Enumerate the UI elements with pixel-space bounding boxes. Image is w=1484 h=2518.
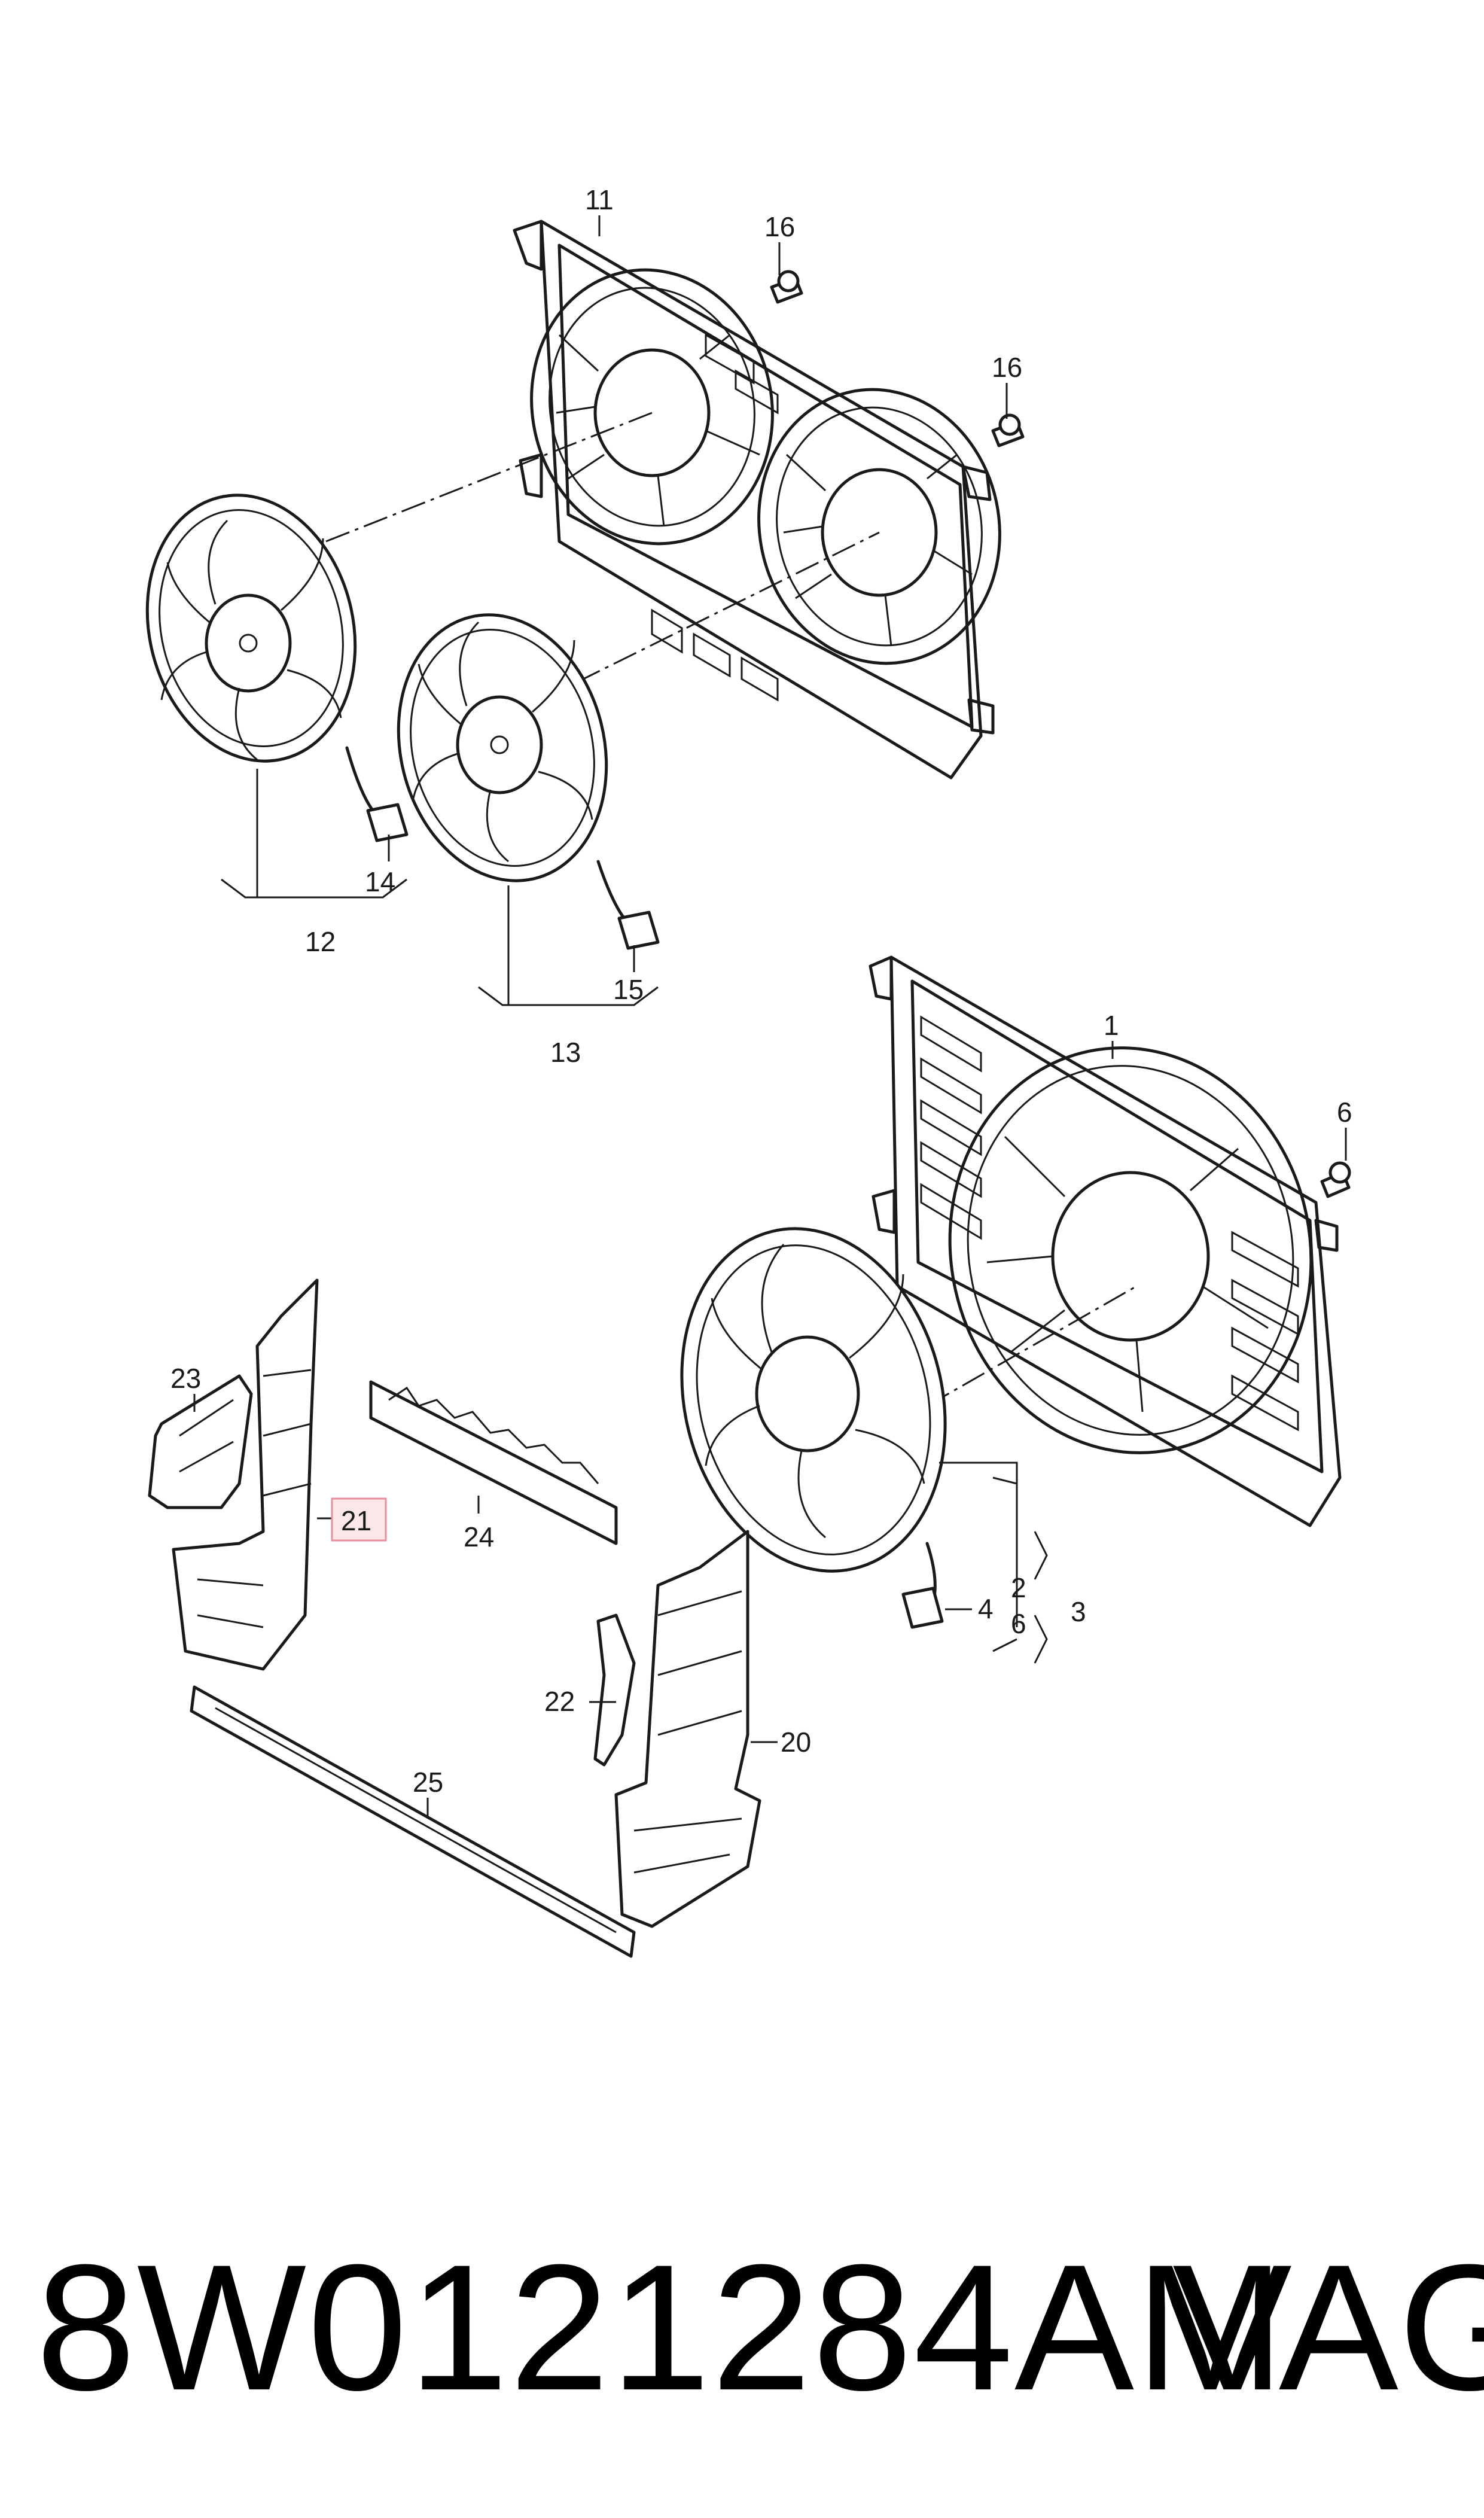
fan-13 <box>397 613 660 950</box>
part-number: 8W0121284AM <box>36 2227 1286 2428</box>
seal-strip-25 <box>190 1685 636 1958</box>
callout-16a: 16 <box>764 211 795 242</box>
twin-fan-shroud <box>513 220 1001 780</box>
callout-2: 2 <box>1011 1572 1026 1603</box>
air-guide-20 <box>614 1530 761 1928</box>
fan-2 <box>680 1227 947 1629</box>
bolt-6 <box>1320 1161 1351 1198</box>
callout-6b: 6 <box>1011 1608 1026 1639</box>
callout-22: 22 <box>544 1686 575 1717</box>
fan-12 <box>145 494 409 842</box>
callout-13: 13 <box>550 1037 581 1068</box>
callout-25: 25 <box>413 1767 443 1798</box>
callout-4: 4 <box>978 1593 994 1624</box>
callout-1: 1 <box>1104 1010 1119 1041</box>
brand-name: VAG <box>1172 2227 1484 2428</box>
bracket-24 <box>369 1380 618 1545</box>
callout-23: 23 <box>170 1363 201 1394</box>
air-guide-22 <box>593 1613 636 1767</box>
air-guide-21 <box>172 1278 319 1671</box>
highlight-box-21 <box>331 1497 387 1542</box>
bolt-16b <box>991 413 1025 447</box>
air-guide-23 <box>148 1374 253 1509</box>
callout-21: 21 <box>341 1505 371 1536</box>
callout-6a: 6 <box>1337 1097 1352 1128</box>
callout-15: 15 <box>613 974 644 1005</box>
callout-11: 11 <box>585 184 614 215</box>
callout-12: 12 <box>305 926 336 957</box>
callout-16b: 16 <box>992 352 1022 383</box>
bolt-16a <box>770 270 803 304</box>
callout-14: 14 <box>365 866 395 897</box>
callout-20: 20 <box>781 1727 811 1758</box>
single-fan-shroud <box>869 955 1342 1527</box>
callout-3: 3 <box>1071 1596 1086 1627</box>
callout-24: 24 <box>464 1521 494 1552</box>
